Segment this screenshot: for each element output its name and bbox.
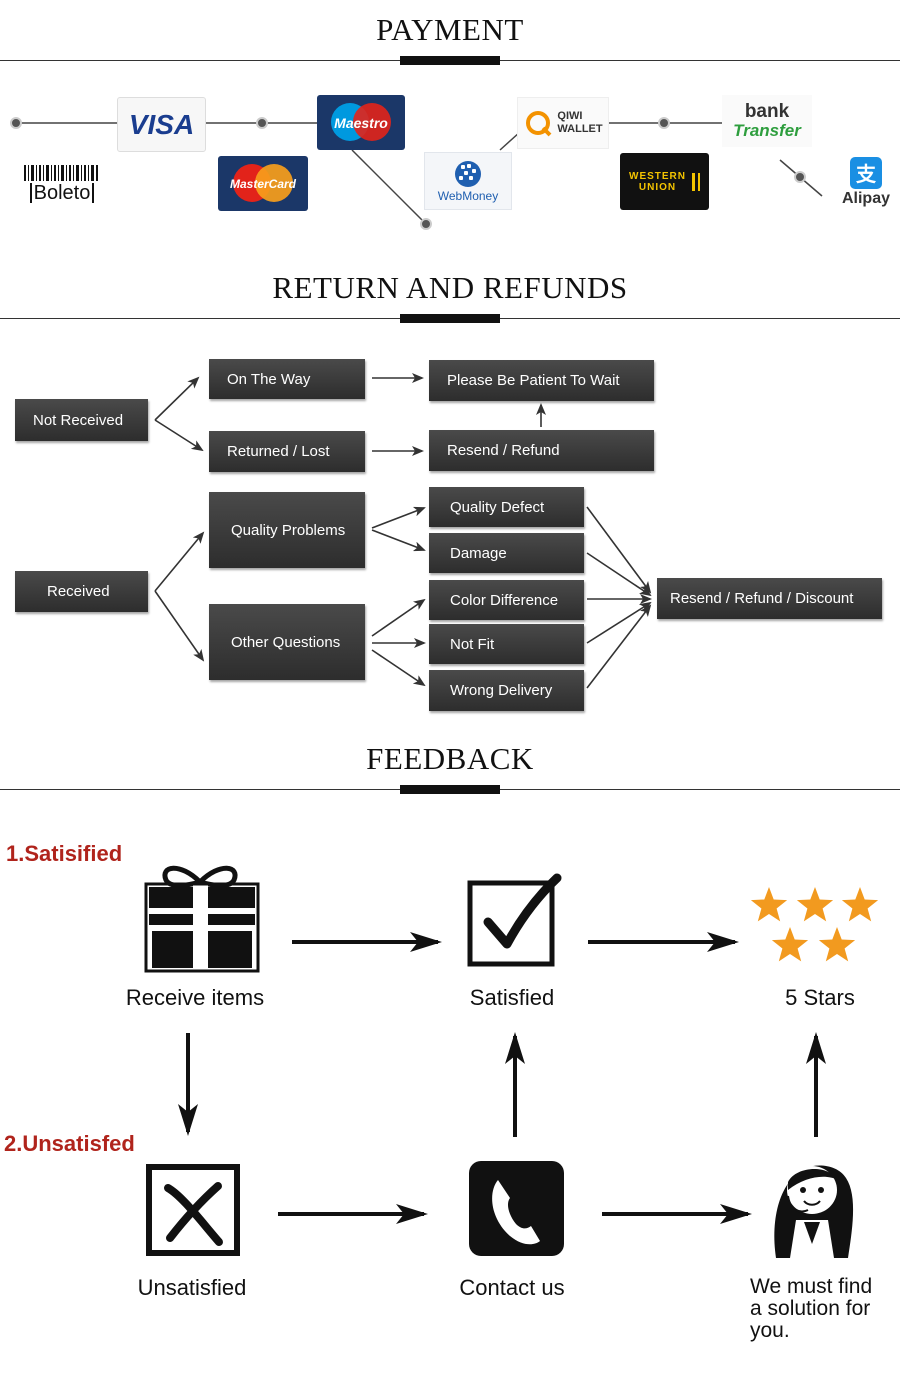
maestro-circles-icon [331,103,391,141]
gift-box-icon [144,865,260,973]
unsatisfied-label: Unsatisfied [137,1275,247,1300]
not-fit-box: Not Fit [429,624,584,664]
solution-line-2: a solution for [750,1297,871,1320]
payment-title: PAYMENT [376,12,524,47]
on-the-way-box: On The Way [209,359,365,399]
star-icon [771,927,809,962]
star-icon [818,927,856,962]
returns-title: RETURN AND REFUNDS [272,270,628,305]
other-questions-box: Other Questions [209,604,365,680]
boleto-logo: Boleto [20,160,104,205]
qiwi-logo: QIWI WALLET [517,97,609,149]
feedback-bar [400,785,500,794]
payment-connectors [10,117,823,230]
star-icon [796,887,834,922]
alipay-icon: 支 [850,157,882,189]
checkbox-checked-icon [467,873,562,967]
returns-arrows [154,373,652,689]
step-unsatisfied-label: 2.Unsatisfed [4,1131,135,1156]
payment-bar [400,56,500,65]
mastercard-logo: MasterCard [218,156,308,211]
quality-defect-box: Quality Defect [429,487,584,527]
checkbox-x-icon [146,1164,240,1256]
wrong-delivery-box: Wrong Delivery [429,670,584,711]
western-union-logo: WESTERN UNION [620,153,709,210]
qiwi-logo-text-2: WALLET [557,123,603,135]
resend-refund-box: Resend / Refund [429,430,654,471]
mastercard-circles-icon [233,164,293,202]
support-agent-icon [774,1165,854,1258]
five-stars-label: 5 Stars [785,985,855,1010]
visa-logo-text: VISA [128,108,195,140]
quality-problems-box: Quality Problems [209,492,365,568]
bank-transfer-text-2: Transfer [733,121,801,140]
solution-text: We must find a solution for you. [750,1276,898,1342]
western-union-text-2: UNION [638,181,677,193]
boleto-logo-text: Boleto [29,182,95,203]
resend-refund-discount-box: Resend / Refund / Discount [657,578,882,619]
maestro-logo: Maestro [317,95,405,150]
solution-line-1: We must find [750,1275,873,1298]
color-difference-box: Color Difference [429,580,584,620]
barcode-icon [24,164,98,181]
webmoney-logo-text: WebMoney [437,189,499,203]
star-icon [841,887,879,922]
bank-transfer-text-1: bank [744,101,790,122]
qiwi-logo-text-1: QIWI [557,110,583,122]
contact-us-label: Contact us [459,1275,565,1300]
not-received-box: Not Received [15,399,148,441]
globe-icon [455,161,481,187]
webmoney-logo: WebMoney [424,152,512,210]
phone-icon [469,1161,564,1256]
returned-lost-box: Returned / Lost [209,431,365,472]
damage-box: Damage [429,533,584,573]
feedback-title: FEEDBACK [366,741,534,776]
qiwi-icon [526,111,552,137]
feedback-arrows [178,932,826,1224]
returns-bar [400,314,500,323]
step-satisfied-label: 1.Satisified [6,841,123,866]
receive-items-label: Receive items [125,985,265,1010]
bank-transfer-logo: bank Transfer [722,95,812,147]
western-union-text-1: WESTERN [629,170,686,182]
maestro-logo-text: Maestro [334,114,388,131]
star-icon [750,887,788,922]
alipay-logo: 支 Alipay [834,152,898,212]
visa-logo: VISA [117,97,206,152]
received-box: Received [15,571,148,612]
mastercard-logo-text: MasterCard [229,176,297,191]
satisfied-label: Satisfied [469,985,555,1010]
alipay-logo-text: Alipay [841,190,890,207]
svg-text:支: 支 [856,162,877,186]
please-wait-box: Please Be Patient To Wait [429,360,654,401]
solution-line-3: you. [750,1319,790,1342]
